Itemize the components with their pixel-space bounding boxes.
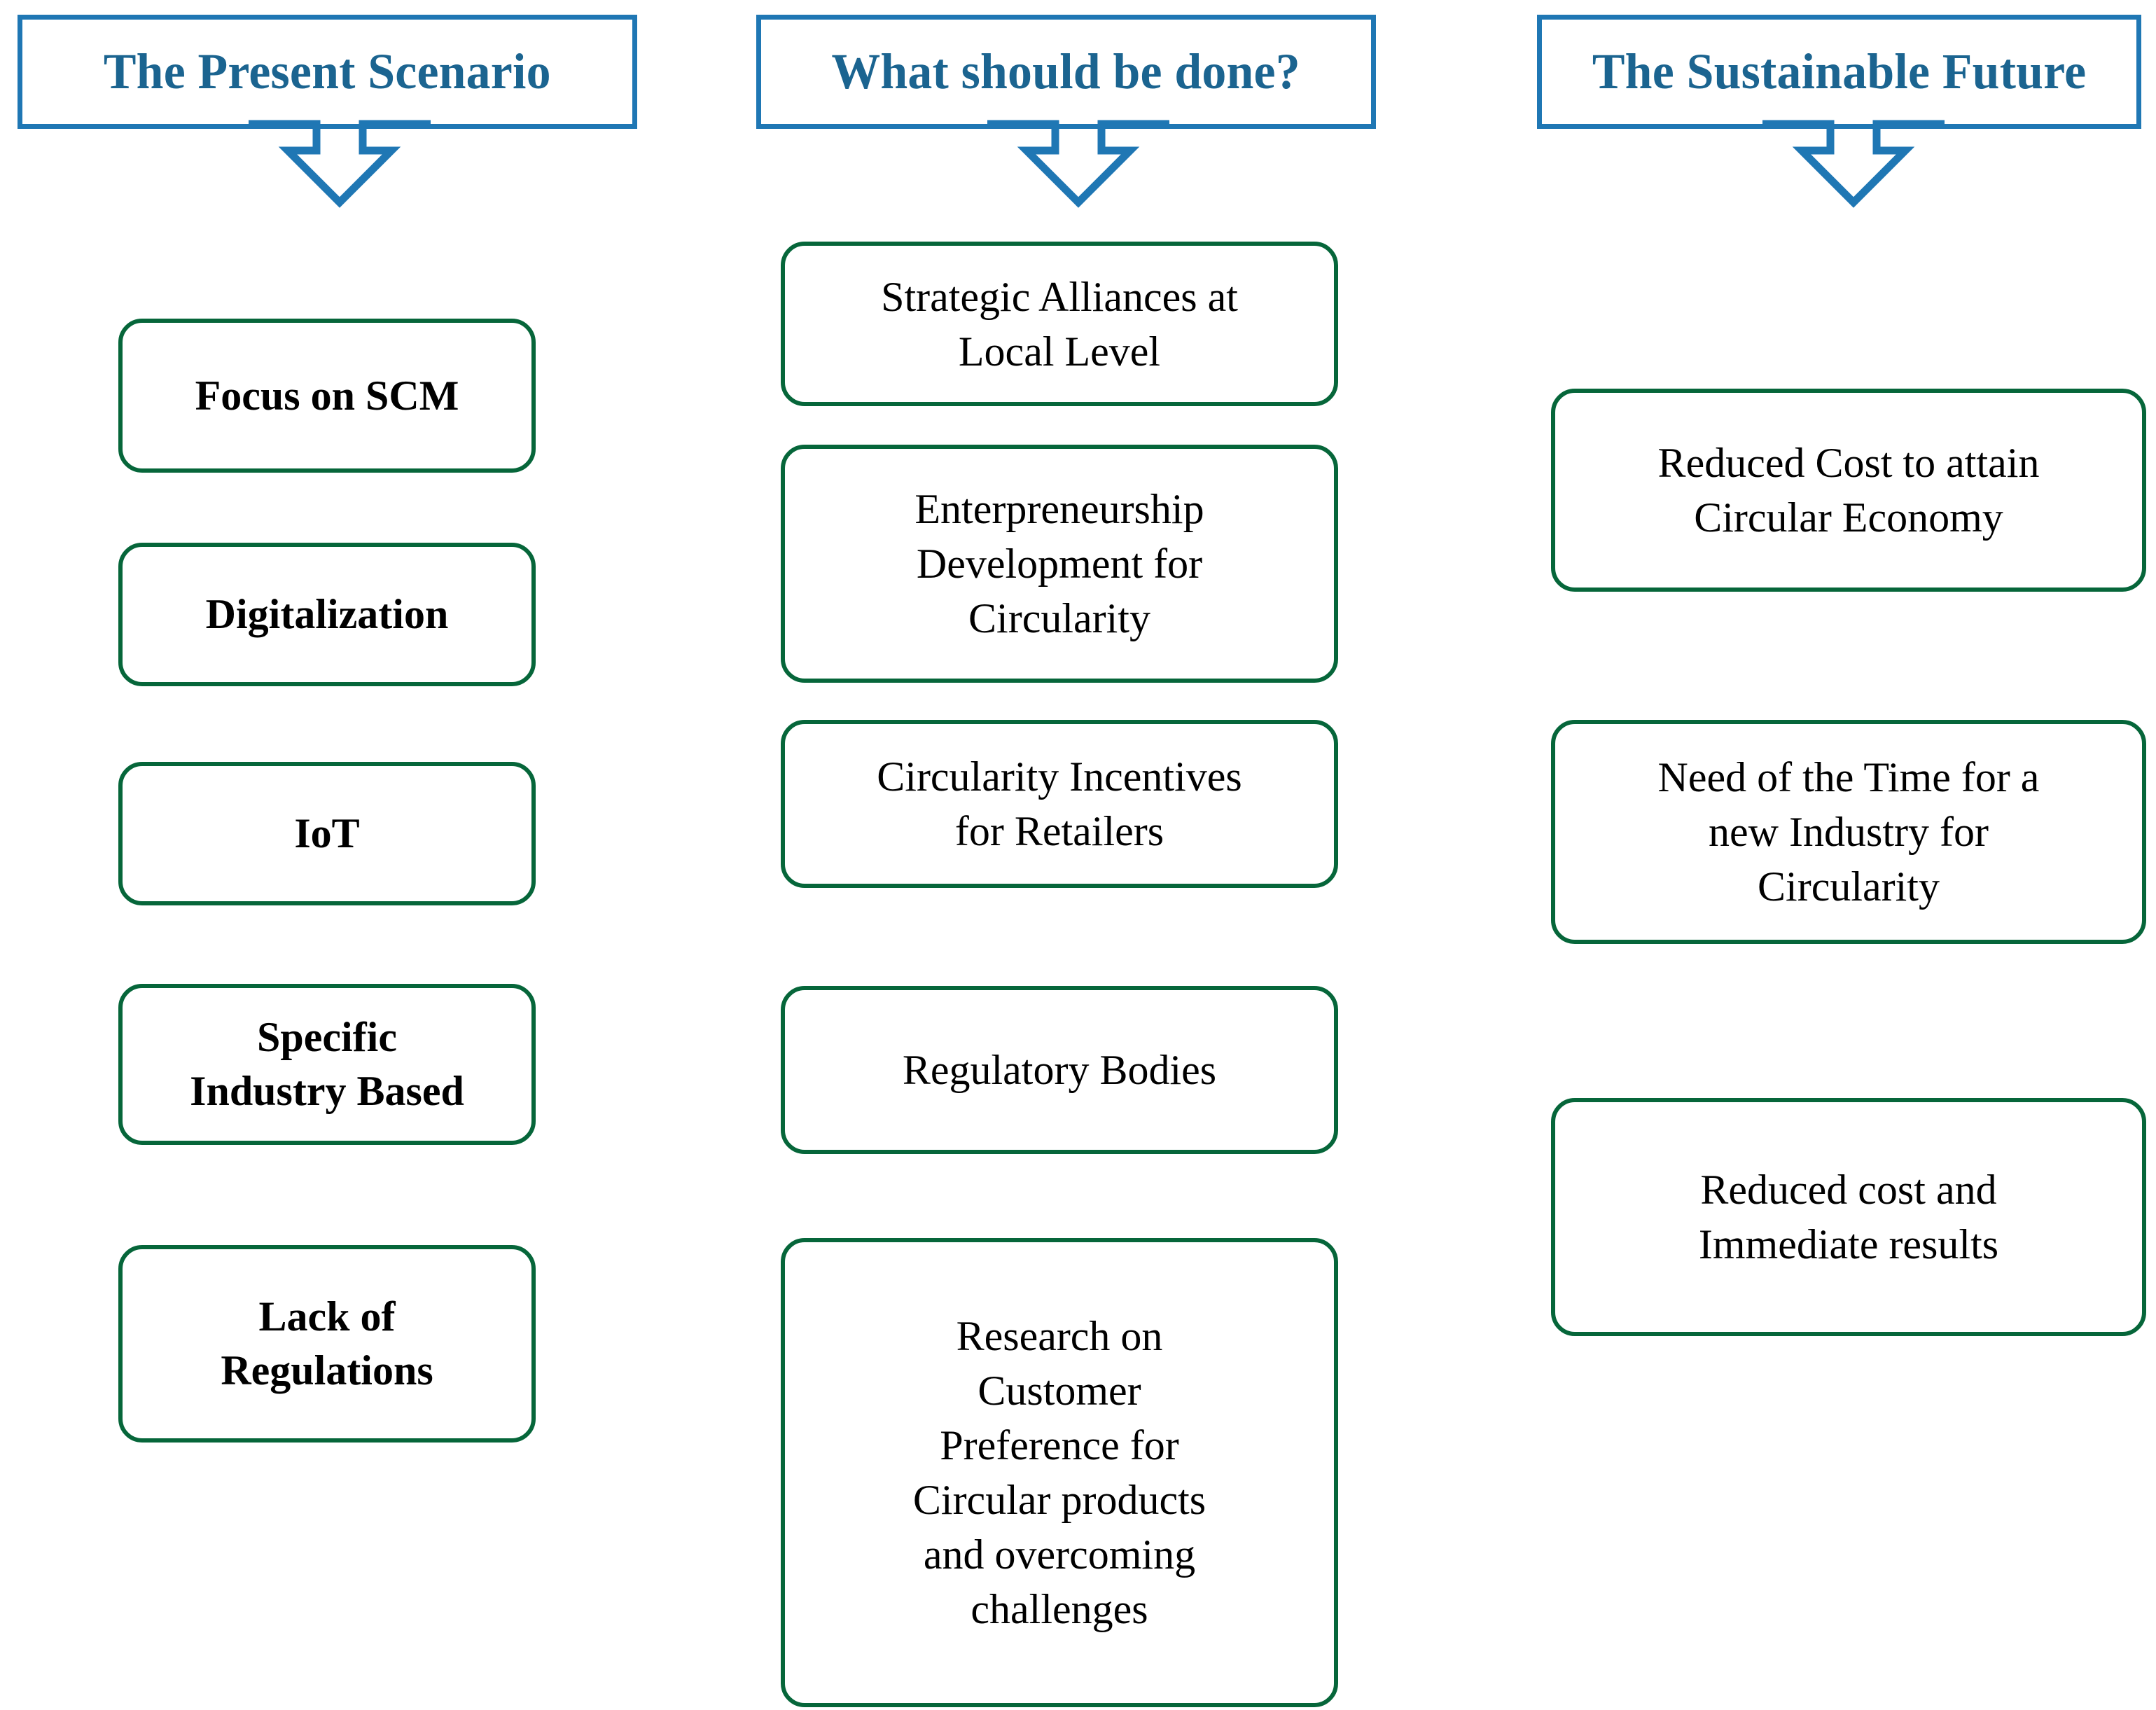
box-label: Lack of Regulations	[221, 1293, 433, 1393]
down-arrow-icon-what-should-be-done	[987, 120, 1169, 208]
box-label: Digitalization	[205, 591, 449, 638]
box-reduced-cost-to-attain-circular-economy[interactable]: Reduced Cost to attain Circular Economy	[1551, 389, 2146, 592]
box-focus-on-scm[interactable]: Focus on SCM	[118, 319, 536, 473]
box-strategic-alliances-at-local-level[interactable]: Strategic Alliances at Local Level	[781, 242, 1338, 406]
box-circularity-incentives-for-retailers[interactable]: Circularity Incentives for Retailers	[781, 720, 1338, 888]
box-label: Research on Customer Preference for Circ…	[912, 1313, 1206, 1632]
box-label: Reduced cost and Immediate results	[1698, 1167, 1999, 1267]
header-box-what-should-be-done: What should be done?	[756, 15, 1376, 129]
box-iot[interactable]: IoT	[118, 762, 536, 905]
box-label: Strategic Alliances at Local Level	[881, 273, 1238, 375]
box-digitalization[interactable]: Digitalization	[118, 543, 536, 686]
box-lack-of-regulations[interactable]: Lack of Regulations	[118, 1245, 536, 1443]
header-title-present-scenario: The Present Scenario	[104, 43, 551, 99]
header-title-sustainable-future: The Sustainable Future	[1592, 43, 2087, 99]
box-label: Circularity Incentives for Retailers	[877, 753, 1242, 854]
box-label: Need of the Time for a new Industry for …	[1657, 754, 2040, 910]
box-label: Specific Industry Based	[190, 1014, 464, 1114]
header-box-sustainable-future: The Sustainable Future	[1537, 15, 2141, 129]
box-specific-industry-based[interactable]: Specific Industry Based	[118, 984, 536, 1145]
column-header-what-should-be-done: What should be done?	[756, 15, 1376, 208]
box-regulatory-bodies[interactable]: Regulatory Bodies	[781, 986, 1338, 1154]
box-need-of-the-time-for-a-new-industry[interactable]: Need of the Time for a new Industry for …	[1551, 720, 2146, 944]
box-label: Enterpreneurship Development for Circula…	[914, 486, 1204, 641]
box-label: IoT	[294, 810, 360, 857]
column-header-present-scenario: The Present Scenario	[18, 15, 637, 208]
box-label: Regulatory Bodies	[902, 1047, 1217, 1093]
box-research-on-customer-preference[interactable]: Research on Customer Preference for Circ…	[781, 1238, 1338, 1707]
down-arrow-icon-present-scenario	[249, 120, 431, 208]
column-header-sustainable-future: The Sustainable Future	[1537, 15, 2141, 208]
box-enterpreneurship-development-for-circularity[interactable]: Enterpreneurship Development for Circula…	[781, 445, 1338, 683]
box-label: Focus on SCM	[195, 372, 459, 419]
box-reduced-cost-and-immediate-results[interactable]: Reduced cost and Immediate results	[1551, 1098, 2146, 1336]
header-box-present-scenario: The Present Scenario	[18, 15, 637, 129]
header-title-what-should-be-done: What should be done?	[831, 43, 1301, 99]
down-arrow-icon-sustainable-future	[1762, 120, 1945, 208]
box-label: Reduced Cost to attain Circular Economy	[1657, 440, 2040, 541]
